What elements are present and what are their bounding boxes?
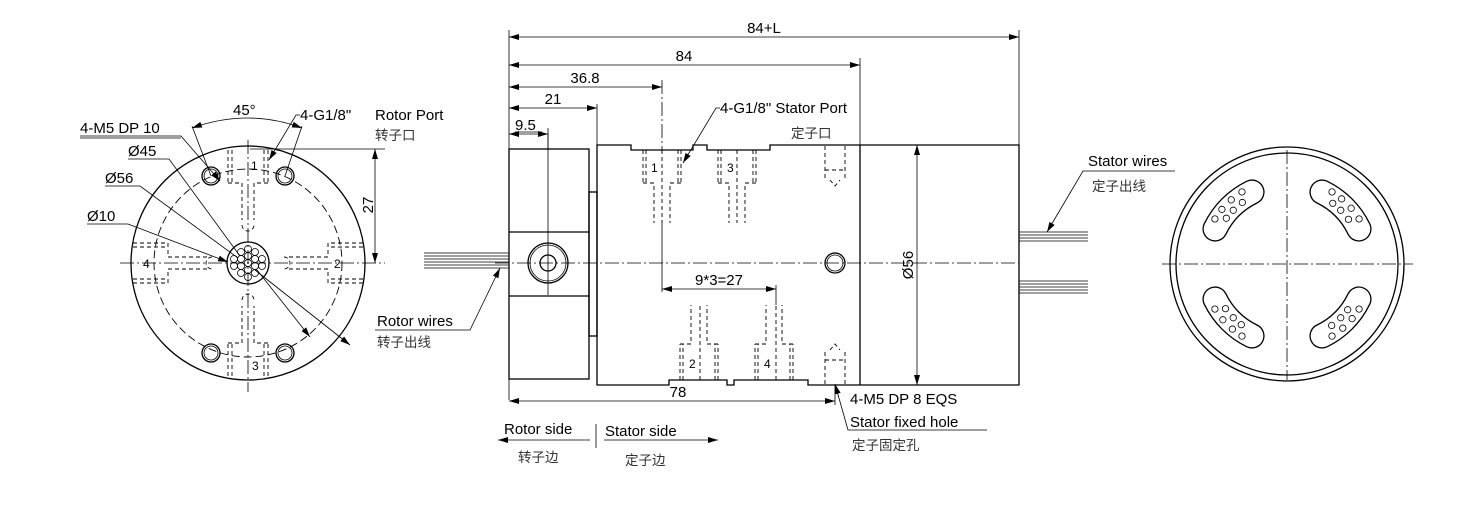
hidden-ports-side — [642, 146, 846, 384]
outer-diameter-label: Ø56 — [105, 170, 133, 187]
pcd-label: Ø45 — [128, 143, 156, 160]
stator-wire-bundle — [1019, 231, 1088, 294]
height-dimension-label: 27 — [360, 197, 377, 214]
dim-flange-label: 9.5 — [515, 117, 536, 134]
wire-hole — [1328, 188, 1336, 196]
bore-circle-d10 — [226, 241, 270, 285]
port-number-4: 4 — [143, 257, 150, 271]
stator-body — [596, 144, 1020, 386]
top-dimensions — [508, 30, 1020, 400]
wire-hole — [1218, 205, 1226, 213]
right-outer-circle — [1169, 146, 1405, 382]
side-view: 1 3 2 4 — [375, 20, 1175, 469]
pitch-dimension-label: 9*3=27 — [695, 272, 743, 289]
port-number-1: 1 — [251, 159, 258, 173]
rotor-port-spec: 4-G1/8" — [300, 107, 351, 124]
side-port-number-1: 1 — [651, 161, 658, 175]
stator-length-label: 78 — [670, 384, 687, 401]
rotor-side-label: Rotor side — [504, 421, 572, 438]
rotor-port-label: Rotor Port — [375, 107, 444, 124]
side-port-number-4: 4 — [764, 357, 771, 371]
wire-slot — [1202, 286, 1265, 349]
wire-hole — [1229, 206, 1237, 214]
wire-hole — [1238, 198, 1246, 207]
port-number-2: 2 — [334, 257, 341, 271]
angle-dimension-arc — [191, 117, 303, 129]
outer-circle-d56 — [130, 145, 366, 381]
stator-wires-label: Stator wires — [1088, 153, 1167, 170]
dim-port-offset-label: 36.8 — [570, 70, 599, 87]
right-inner-circle — [1175, 152, 1399, 376]
wire-hole — [1328, 332, 1336, 340]
rotor-wire-bundle — [424, 252, 509, 269]
dim-body-label: 84 — [676, 48, 693, 65]
wire-hole — [1211, 305, 1219, 313]
wire-hole — [1328, 321, 1336, 330]
port-number-3: 3 — [252, 359, 259, 373]
wire-hole — [1238, 188, 1246, 196]
stator-port-cn: 定子口 — [791, 126, 832, 142]
fixed-hole-spec: 4-M5 DP 8 EQS — [850, 391, 957, 408]
left-end-view: 1 2 3 4 45° 4-M5 DP 10 Ø45 Ø56 Ø10 4-G1/… — [80, 102, 444, 392]
wire-hole — [1238, 332, 1246, 340]
pcd-circle-d45 — [153, 168, 343, 358]
wire-slots — [1202, 179, 1372, 349]
wire-slot — [1309, 179, 1372, 242]
wire-hole — [1338, 195, 1346, 203]
wire-hole — [1337, 206, 1345, 214]
dim-rotor-length-label: 21 — [545, 91, 562, 108]
bore-diameter-label: Ø10 — [87, 208, 115, 225]
stator-wires-cn: 定子出线 — [1092, 179, 1146, 195]
angle-label: 45° — [233, 102, 256, 119]
stator-port-label: 4-G1/8" Stator Port — [720, 100, 848, 117]
wire-hole — [1219, 316, 1227, 324]
wire-hole — [1221, 305, 1230, 313]
leader-lines — [80, 114, 351, 346]
rotor-port-cn: 转子口 — [375, 128, 416, 144]
wire-hole — [1355, 305, 1363, 313]
rotor-wires-label: Rotor wires — [377, 313, 453, 330]
wire-hole — [1228, 325, 1236, 333]
wire-hole — [1344, 215, 1353, 223]
mount-holes-label: 4-M5 DP 10 — [80, 120, 160, 137]
wire-hole — [1339, 324, 1347, 332]
fixed-hole-cn: 定子固定孔 — [852, 438, 920, 454]
side-port-number-2: 2 — [689, 357, 696, 371]
rotor-side-cn: 转子边 — [518, 450, 559, 466]
stator-side-label: Stator side — [605, 423, 677, 440]
wire-bundle-cross-section — [230, 245, 266, 281]
wire-hole — [1344, 306, 1352, 314]
fixed-hole-label: Stator fixed hole — [850, 414, 958, 431]
wire-hole — [1237, 321, 1245, 329]
wire-hole — [1222, 214, 1230, 222]
stator-side-cn: 定子边 — [625, 453, 666, 469]
diameter-dimension-label: Ø56 — [900, 251, 917, 279]
wire-hole — [1211, 215, 1219, 223]
wire-slot — [1202, 179, 1265, 242]
rotor-wires-cn: 转子出线 — [377, 335, 431, 351]
wire-hole — [1229, 314, 1237, 322]
wire-hole — [1355, 215, 1363, 223]
wire-hole — [1227, 196, 1235, 204]
rotor-flange — [508, 148, 590, 380]
side-port-number-3: 3 — [727, 161, 734, 175]
right-end-view — [1162, 146, 1413, 382]
dim-overall-label: 84+L — [747, 20, 781, 37]
wire-hole — [1337, 314, 1345, 322]
wire-slot — [1309, 286, 1372, 349]
wire-hole — [1329, 199, 1337, 207]
wire-hole — [1348, 315, 1356, 323]
wire-hole — [1347, 204, 1355, 212]
hidden-port-channels — [133, 150, 363, 376]
